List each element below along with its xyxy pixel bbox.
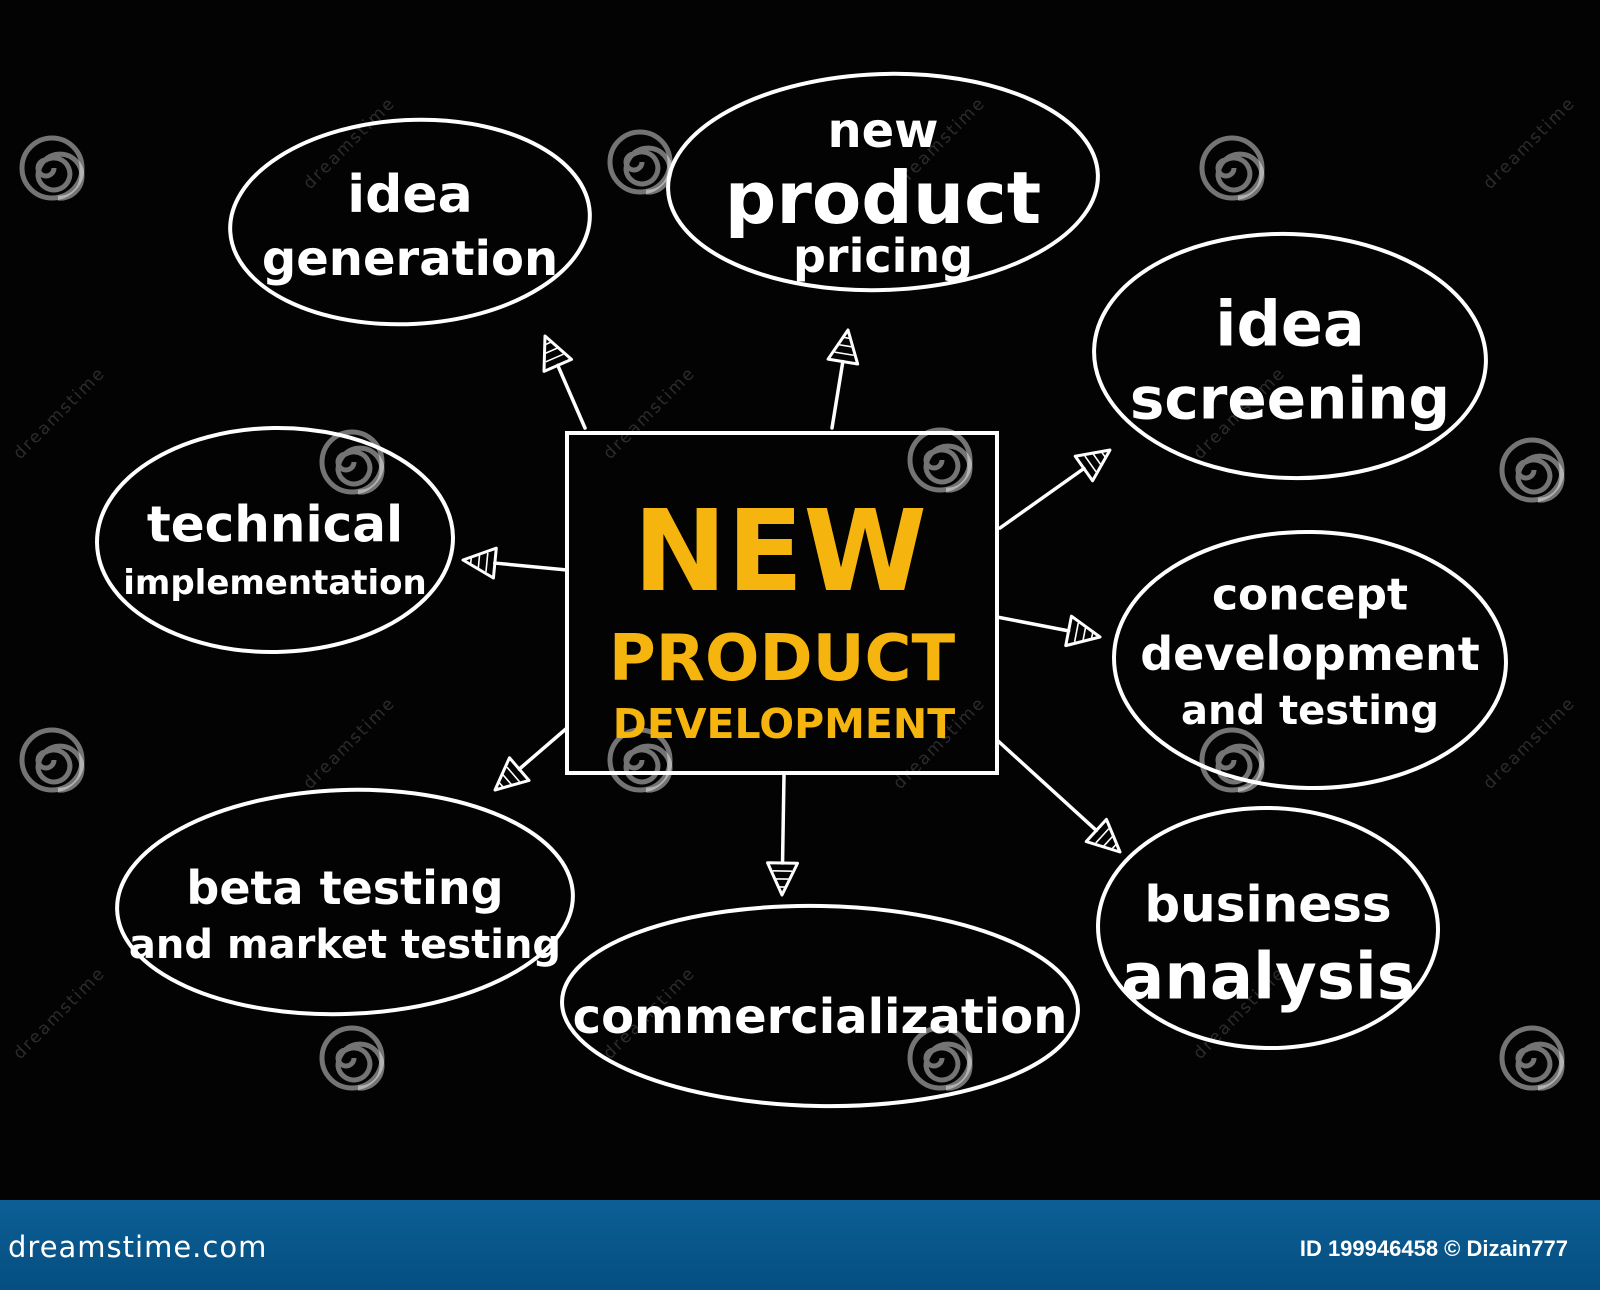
spiral-logo-icon	[1499, 1025, 1565, 1091]
node-label: idea	[347, 165, 472, 225]
node-label: and market testing	[129, 922, 561, 968]
node-ellipse	[95, 425, 455, 655]
arrow-connector	[998, 448, 1112, 530]
spiral-logo-icon	[19, 135, 85, 201]
node-ellipse	[560, 903, 1080, 1109]
arrow-connector	[461, 546, 569, 580]
watermark-text: dreamstime	[9, 963, 109, 1063]
arrow-head-icon	[493, 756, 531, 792]
node-label: and testing	[1181, 688, 1439, 734]
node-label: concept	[1212, 569, 1408, 620]
node-ellipse	[1096, 805, 1440, 1051]
node-label: screening	[1130, 364, 1450, 432]
arrow-connector	[995, 738, 1122, 854]
node-beta-testing: beta testing and market testing	[115, 787, 575, 1017]
arrow-head-icon	[542, 334, 574, 373]
node-label: pricing	[793, 229, 973, 283]
watermark-text: dreamstime	[1479, 93, 1579, 193]
arrow-connector	[826, 328, 860, 430]
node-label: idea	[1215, 288, 1365, 361]
spiral-logo-icon	[907, 427, 973, 493]
node-ellipse	[228, 117, 592, 327]
mind-map-canvas: dreamstime dreamstime dreamstime dreamstime…	[9, 71, 1580, 1109]
node-ellipse	[1112, 529, 1508, 791]
spiral-logo-icon	[1199, 135, 1265, 201]
arrow-connector	[766, 773, 800, 897]
spiral-logo-icon	[19, 727, 85, 793]
spiral-logo-icon	[607, 129, 673, 195]
center-title-line-3: DEVELOPMENT	[613, 700, 955, 748]
node-ellipse	[115, 787, 575, 1017]
arrow-connector	[995, 614, 1102, 648]
footer-credit: ID 199946458 © Dizain777	[1299, 1236, 1568, 1261]
arrow-head-icon	[1073, 448, 1112, 483]
arrow-connector	[493, 726, 569, 792]
node-label: development	[1140, 627, 1479, 681]
node-label: generation	[262, 231, 558, 287]
node-concept-development: concept development and testing	[1112, 529, 1508, 791]
spiral-logo-icon	[1199, 727, 1265, 793]
watermark-text: dreamstime	[599, 363, 699, 463]
node-label: business	[1144, 876, 1391, 934]
arrows-layer	[461, 328, 1122, 897]
node-commercialization: commercialization	[560, 903, 1080, 1109]
node-label: commercialization	[573, 989, 1068, 1045]
spiral-logo-icon	[319, 1025, 385, 1091]
node-label: beta testing	[186, 861, 503, 915]
arrow-head-icon	[461, 546, 498, 580]
nodes-layer: ideagenerationnewproductpricingideascree…	[95, 71, 1508, 1109]
node-label: product	[725, 156, 1041, 240]
watermark-text: dreamstime	[299, 693, 399, 793]
node-label: implementation	[123, 563, 427, 603]
center-title-line-1: NEW	[633, 487, 927, 617]
center-title-line-2: PRODUCT	[609, 622, 956, 696]
node-business-analysis: business analysis	[1096, 805, 1440, 1051]
footer-bar: dreamstime.com ID 199946458 © Dizain777	[0, 1200, 1600, 1290]
arrow-connector	[542, 334, 587, 430]
arrow-head-icon	[826, 328, 860, 366]
spiral-logo-icon	[907, 1025, 973, 1091]
spiral-logo-icon	[607, 727, 673, 793]
node-technical-implementation: technical implementation	[95, 425, 455, 655]
node-ellipse	[666, 71, 1100, 293]
arrow-head-icon	[1064, 614, 1102, 648]
center-node: NEW PRODUCT DEVELOPMENT	[565, 431, 999, 775]
spiral-logo-icon	[1499, 437, 1565, 503]
spiral-logo-icon	[319, 429, 385, 495]
watermark-text: dreamstime	[9, 363, 109, 463]
footer-brand[interactable]: dreamstime.com	[8, 1230, 268, 1264]
mind-map-diagram: dreamstime dreamstime dreamstime dreamstime…	[9, 71, 1580, 1109]
node-label: analysis	[1121, 940, 1415, 1014]
node-idea-generation: idea generation	[228, 117, 592, 327]
node-ellipse	[1092, 231, 1488, 481]
node-label: new	[827, 103, 938, 159]
arrow-head-icon	[766, 861, 800, 897]
node-label: technical	[147, 496, 403, 554]
arrow-head-icon	[1084, 817, 1122, 854]
center-box	[565, 431, 999, 775]
